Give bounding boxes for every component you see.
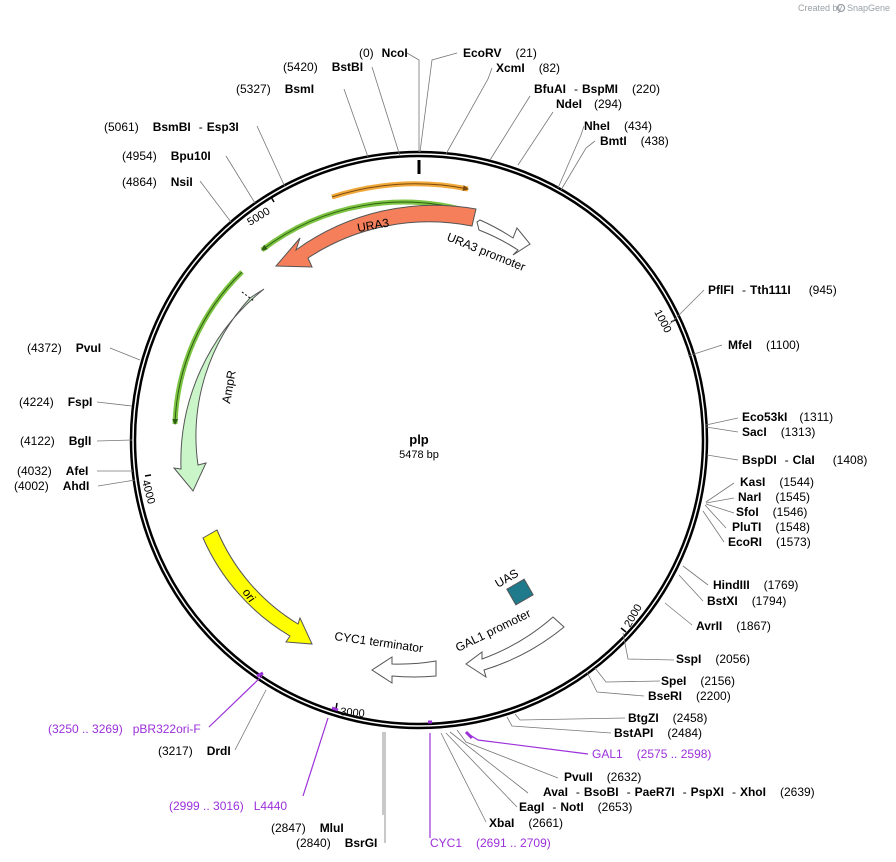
site-bsmbi-esp3i[interactable]: (5061)BsmBI-Esp3I <box>104 120 239 134</box>
right-site-labels: (0)NcoI EcoRV(21) XcmI(82) BfuAI-BspMI(2… <box>359 46 867 830</box>
ori-label: ori <box>240 586 259 605</box>
site-bfuai-bspmi[interactable]: BfuAI-BspMI(220) <box>534 82 660 96</box>
brand-name: SnapGene <box>847 3 890 13</box>
uas-feature[interactable] <box>506 578 534 606</box>
ori-feature[interactable] <box>202 529 313 645</box>
site-nsii[interactable]: (4864)NsiI <box>122 175 193 189</box>
cyc1-terminator-feature[interactable] <box>371 656 437 684</box>
leader-lines <box>96 52 739 843</box>
site-pvui[interactable]: (4372)PvuI <box>27 341 101 355</box>
site-sspi[interactable]: SspI(2056) <box>676 652 750 666</box>
site-bpu10i[interactable]: (4954)Bpu10I <box>122 149 211 163</box>
tick-label-1000: 1000 <box>651 308 673 335</box>
site-btgzi[interactable]: BtgZI(2458) <box>628 711 707 725</box>
site-fspi[interactable]: (4224)FspI <box>19 395 92 409</box>
primer-l4440[interactable]: (2999 .. 3016)L4440 <box>169 799 287 813</box>
site-bsmi[interactable]: (5327)BsmI <box>236 82 314 96</box>
ampr-feature[interactable] <box>172 288 265 492</box>
ampr-label: AmpR <box>219 369 239 405</box>
site-avrii[interactable]: AvrII(1867) <box>696 619 771 633</box>
site-bseri[interactable]: BseRI(2200) <box>648 689 731 703</box>
primer-gal1[interactable]: GAL1(2575 .. 2598) <box>592 747 711 761</box>
site-bstxi[interactable]: BstXI(1794) <box>707 594 786 608</box>
site-bspdi-clai[interactable]: BspDI-ClaI(1408) <box>742 453 867 467</box>
primer-cyc1[interactable]: CYC1(2691 .. 2709) <box>430 836 551 850</box>
site-eco53ki[interactable]: Eco53kI(1311) <box>742 410 833 424</box>
site-mfei[interactable]: MfeI(1100) <box>728 338 800 352</box>
plasmid-size: 5478 bp <box>399 449 439 461</box>
site-drdi[interactable]: (3217)DrdI <box>158 744 231 758</box>
cyc1-terminator-label: CYC1 terminator <box>334 629 424 655</box>
site-xcmi[interactable]: XcmI(82) <box>496 61 560 75</box>
site-ncoi[interactable]: (0)NcoI <box>359 46 408 60</box>
site-kasi[interactable]: KasI(1544) <box>740 475 814 489</box>
tick-label-3000: 3000 <box>340 706 365 720</box>
ura3-promoter-feature[interactable] <box>476 219 531 256</box>
tick-label-5000: 5000 <box>245 205 272 228</box>
site-eagi-noti[interactable]: EagI-NotI(2653) <box>519 800 632 814</box>
site-pflfi-tth111i[interactable]: PflFI-Tth111I(945) <box>708 283 837 297</box>
site-avai-group[interactable]: AvaI-BsoBI-PaeR7I-PspXI-XhoI(2639) <box>543 785 815 799</box>
site-saci[interactable]: SacI(1313) <box>742 425 815 439</box>
site-sfoi[interactable]: SfoI(1546) <box>736 505 807 519</box>
gal1-promoter-feature[interactable] <box>465 616 565 679</box>
site-bgli[interactable]: (4122)BglI <box>20 434 91 448</box>
site-spei[interactable]: SpeI(2156) <box>661 674 735 688</box>
site-mlui[interactable]: (2847)MluI <box>271 821 344 835</box>
plasmid-name: plp <box>409 432 429 447</box>
primer-markers <box>256 671 474 740</box>
ura3-feature[interactable] <box>274 204 477 268</box>
site-bsrgi[interactable]: (2840)BsrGI <box>296 836 377 850</box>
left-site-labels: (5420)BstBI (5327)BsmI (5061)BsmBI-Esp3I… <box>14 60 377 850</box>
site-ecori[interactable]: EcoRI(1573) <box>728 535 811 549</box>
site-ecorv[interactable]: EcoRV(21) <box>463 46 537 60</box>
site-pluti[interactable]: PluTI(1548) <box>732 520 810 534</box>
primer-pbr322ori-f[interactable]: (3250 .. 3269)pBR322ori-F <box>48 722 201 736</box>
site-nhei[interactable]: NheI(434) <box>584 119 652 133</box>
site-nari[interactable]: NarI(1545) <box>738 490 810 504</box>
snapgene-logo-icon <box>836 3 846 13</box>
site-xbai[interactable]: XbaI(2661) <box>489 816 563 830</box>
site-bstapi[interactable]: BstAPI(2484) <box>614 726 702 740</box>
site-bmti[interactable]: BmtI(438) <box>600 134 669 148</box>
primer-labels: GAL1(2575 .. 2598) CYC1(2691 .. 2709) (2… <box>48 722 711 850</box>
site-pvuii[interactable]: PvuII(2632) <box>564 770 641 784</box>
site-ahdi[interactable]: (4002)AhdI <box>14 479 89 493</box>
site-bstbi[interactable]: (5420)BstBI <box>283 60 363 74</box>
site-ndei[interactable]: NdeI(294) <box>556 97 622 111</box>
site-hindiii[interactable]: HindIII(1769) <box>713 578 798 592</box>
brand-prefix: Created by <box>798 3 843 13</box>
site-afei[interactable]: (4032)AfeI <box>17 464 88 478</box>
backbone-inner <box>133 154 705 726</box>
ura3-label: URA3 <box>356 216 390 235</box>
